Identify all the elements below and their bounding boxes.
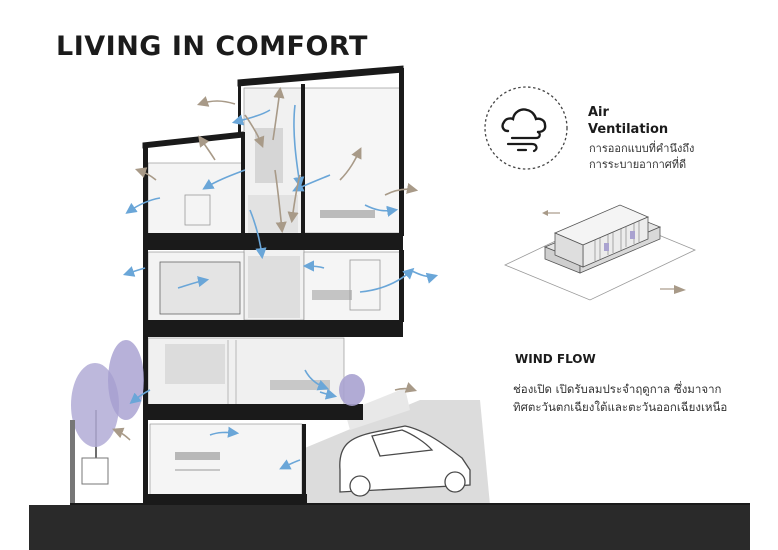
garden-wall	[70, 420, 75, 505]
tree-left	[71, 340, 144, 485]
ventilation-icon-badge	[482, 84, 570, 172]
ground-bar	[29, 505, 750, 550]
page-title: LIVING IN COMFORT	[56, 31, 368, 62]
wind-arrow-icon	[542, 210, 548, 216]
wind-arrows	[112, 86, 419, 441]
wind-flow-title: WIND FLOW	[515, 352, 596, 366]
tree-right	[339, 374, 365, 406]
building-structure	[142, 65, 404, 505]
cloud-wind-icon	[484, 86, 568, 170]
isometric-building-diagram	[500, 195, 700, 305]
wind-arrow-icon	[674, 285, 686, 294]
ventilation-title: Air Ventilation	[588, 105, 669, 137]
interior-rooms	[147, 87, 401, 497]
ventilation-description: การออกแบบที่คำนึงถึง การระบายอากาศที่ดี	[589, 142, 695, 171]
car-outline	[339, 425, 471, 497]
wind-flow-description: ช่องเปิด เปิดรับลมประจำฤดูกาล ซึ่งมาจาก …	[513, 382, 728, 414]
